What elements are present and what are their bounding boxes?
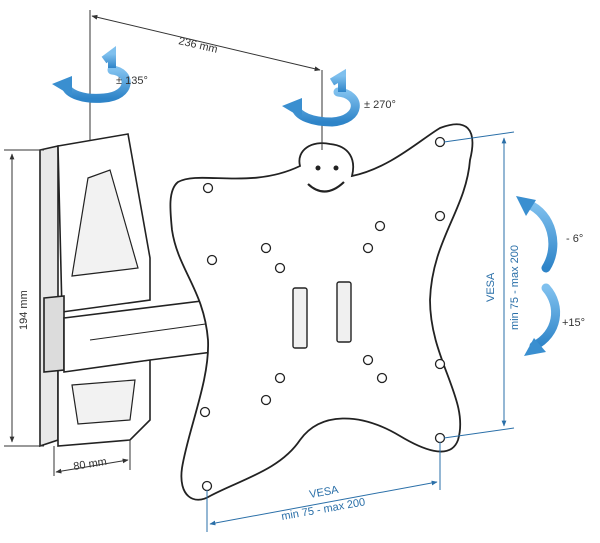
tilt-down-label: +15° [562,317,585,329]
vesa-vertical-range: min 75 - max 200 [509,245,521,330]
mounting-plate [169,123,474,501]
plate-swivel-rotation: ± 270° [282,68,396,127]
tilt-up-arrow-icon [523,199,558,273]
plate-eye-right [333,165,339,171]
arm-length-label: 236 mm [177,35,218,56]
vesa-horizontal-range: min 75 - max 200 [280,496,366,523]
wall-swivel-rotation: ± 135° [52,46,148,103]
tilt-up-label: - 6° [566,233,583,245]
dimension-width: 80 mm [53,440,131,476]
height-label: 194 mm [18,290,30,330]
tilt-up-rotation: - 6° [516,196,583,273]
plate-smile [307,181,345,193]
wall-swivel-label: ± 135° [116,75,148,87]
vesa-horizontal-title: VESA [308,484,340,501]
plate-eye-left [315,165,321,171]
plate-slot-right [336,281,352,343]
vesa-vertical-dimension: VESA min 75 - max 200 [443,131,521,439]
rotation-arrow-icon [282,68,360,127]
plate-swivel-label: ± 270° [364,99,396,111]
tilt-down-rotation: +15° [524,283,585,356]
width-label: 80 mm [73,456,108,473]
plate-slot-left [292,287,308,349]
tilt-down-arrow-icon [529,283,560,351]
vesa-vertical-title: VESA [485,272,497,302]
mounting-holes [199,136,446,492]
rotation-arrow-icon [52,46,131,103]
dimension-height: 194 mm [4,149,44,447]
wall-bracket [39,133,151,448]
